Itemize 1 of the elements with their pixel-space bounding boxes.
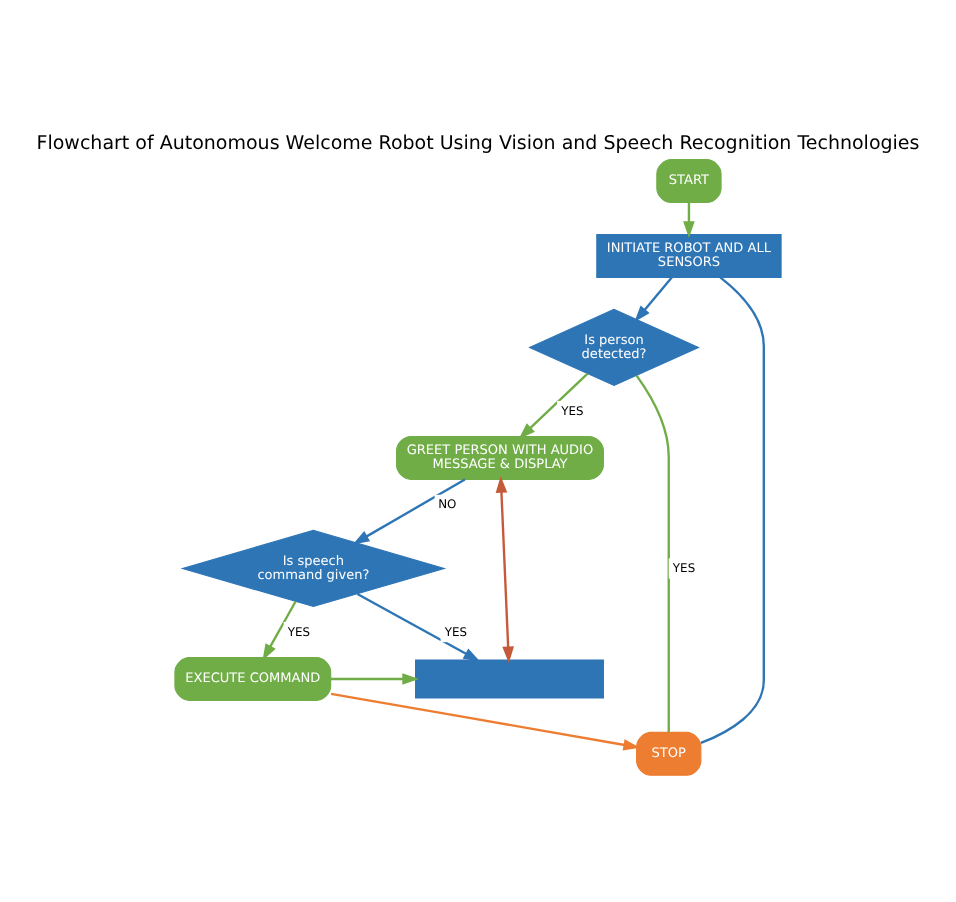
diagram-title: Flowchart of Autonomous Welcome Robot Using Vision and Speech Recognition Technologies	[36, 131, 920, 154]
